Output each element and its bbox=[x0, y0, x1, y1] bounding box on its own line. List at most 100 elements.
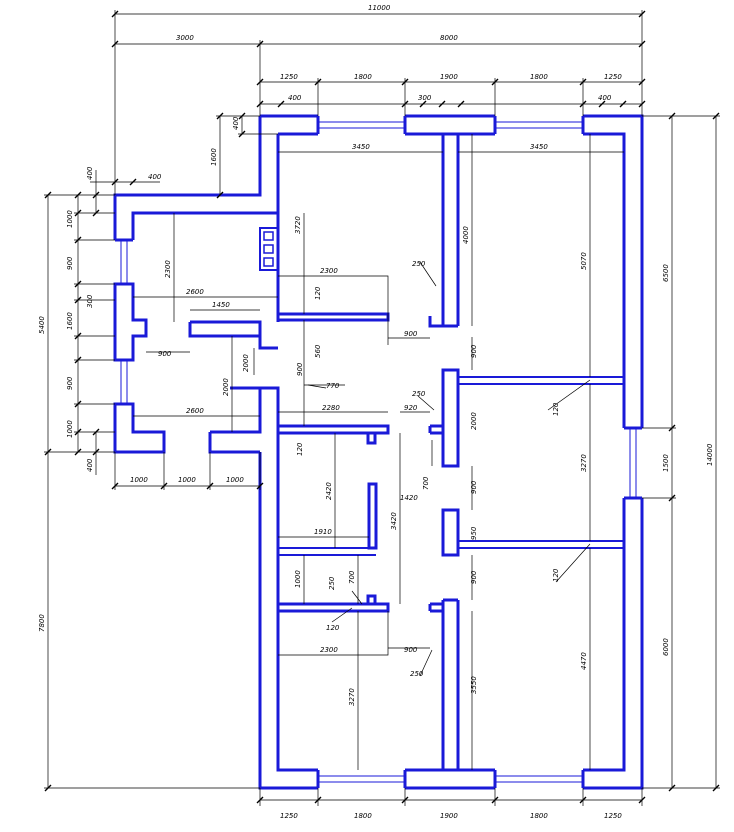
dim-250-c: 250 bbox=[328, 576, 336, 590]
dim-2300-lower: 2300 bbox=[320, 646, 338, 654]
bath-wall bbox=[367, 482, 378, 550]
wing-wall-bottom bbox=[208, 386, 280, 454]
pier-2 bbox=[441, 508, 460, 557]
dim-wing-v-1: 400 bbox=[86, 166, 94, 180]
dim-7800: 7800 bbox=[38, 614, 46, 632]
burner-icon bbox=[263, 244, 274, 254]
lower-stub bbox=[428, 602, 443, 613]
dim-2280: 2280 bbox=[322, 404, 340, 412]
dim-2600-bottom: 2600 bbox=[186, 407, 204, 415]
dim-wing-v-5: 1600 bbox=[66, 312, 74, 330]
dim-5400: 5400 bbox=[38, 316, 46, 334]
dim-wing-v-4: 300 bbox=[86, 294, 94, 308]
dim-700-a: 700 bbox=[422, 476, 430, 490]
upper-center-wall bbox=[428, 134, 460, 328]
dim-250-b: 250 bbox=[412, 390, 426, 398]
dim-250-a: 250 bbox=[412, 260, 426, 268]
burner-icon bbox=[263, 257, 274, 267]
dim-3270-lower: 3270 bbox=[348, 688, 356, 706]
dim-900-f: 900 bbox=[470, 570, 478, 584]
bath-partition bbox=[278, 547, 376, 556]
dim-top-small-1: 400 bbox=[288, 94, 302, 102]
dim-2300-room: 2300 bbox=[320, 267, 338, 275]
dim-overall-width: 11000 bbox=[368, 4, 391, 12]
dim-right-6000: 6000 bbox=[662, 638, 670, 656]
dim-wing-v-6: 900 bbox=[66, 376, 74, 390]
dim-bottom-2: 1800 bbox=[354, 812, 372, 820]
dim-top-small-2: 300 bbox=[418, 94, 432, 102]
dim-120-a: 120 bbox=[314, 286, 322, 300]
dim-120-c: 120 bbox=[552, 402, 560, 416]
dim-room-3450-left: 3450 bbox=[352, 143, 370, 151]
lower-partition bbox=[278, 594, 390, 613]
stove-unit bbox=[259, 227, 279, 271]
dim-120-d: 120 bbox=[552, 568, 560, 582]
dim-920: 920 bbox=[404, 404, 418, 412]
mid-partition bbox=[278, 424, 390, 445]
pier-1 bbox=[441, 368, 460, 468]
dim-2000-a: 2000 bbox=[222, 378, 230, 396]
dimension-labels: 11000 3000 8000 1250 1800 1900 1800 1250… bbox=[38, 4, 714, 820]
burner-icon bbox=[263, 231, 274, 241]
dim-560: 560 bbox=[314, 344, 322, 358]
dim-700-b: 700 bbox=[348, 570, 356, 584]
dimension-ticks bbox=[44, 10, 720, 804]
dim-5070: 5070 bbox=[580, 252, 588, 270]
dim-2420: 2420 bbox=[325, 482, 333, 500]
dim-left-400: 400 bbox=[232, 116, 240, 130]
dim-900-g: 900 bbox=[404, 646, 418, 654]
outer-wall-main-inner bbox=[276, 132, 626, 772]
dim-top-2: 1800 bbox=[354, 73, 372, 81]
upper-partition bbox=[278, 312, 390, 322]
dim-900-c: 900 bbox=[296, 362, 304, 376]
dim-1000: 1000 bbox=[294, 570, 302, 588]
dim-wing-bottom-1: 1000 bbox=[130, 476, 148, 484]
dim-bottom-1: 1250 bbox=[280, 812, 298, 820]
dim-bottom-5: 1250 bbox=[604, 812, 622, 820]
dim-950: 950 bbox=[470, 526, 478, 540]
dim-1910: 1910 bbox=[314, 528, 332, 536]
dim-3270-right: 3270 bbox=[580, 454, 588, 472]
dim-2000-c: 2000 bbox=[470, 412, 478, 430]
dim-2300-kitchen: 2300 bbox=[164, 260, 172, 278]
window-jambs bbox=[316, 116, 642, 788]
lower-center-wall bbox=[441, 598, 460, 770]
outer-wall-main bbox=[258, 114, 644, 790]
dim-4000: 4000 bbox=[462, 226, 470, 244]
dim-wing-v-8: 400 bbox=[86, 458, 94, 472]
dim-900-e: 900 bbox=[470, 480, 478, 494]
dimension-lines bbox=[44, 10, 720, 806]
dim-right-14000: 14000 bbox=[706, 443, 714, 466]
wing-wall-left bbox=[113, 282, 166, 454]
dim-2000-b: 2000 bbox=[242, 354, 250, 372]
dim-top-4: 1800 bbox=[530, 73, 548, 81]
left-wall-upper bbox=[113, 116, 280, 242]
dim-top-1: 1250 bbox=[280, 73, 298, 81]
dim-770: 770 bbox=[326, 382, 340, 390]
dim-120-b: 120 bbox=[296, 442, 304, 456]
dim-top-5: 1250 bbox=[604, 73, 622, 81]
dim-120-e: 120 bbox=[326, 624, 340, 632]
dim-1450: 1450 bbox=[212, 301, 230, 309]
dim-900-d: 900 bbox=[470, 344, 478, 358]
walls bbox=[113, 114, 644, 790]
dim-wing-bottom-3: 1000 bbox=[226, 476, 244, 484]
dim-wing-bottom-2: 1000 bbox=[178, 476, 196, 484]
dim-250-d: 250 bbox=[410, 670, 424, 678]
dim-900-b: 900 bbox=[158, 350, 172, 358]
dim-4470: 4470 bbox=[580, 652, 588, 670]
dim-upper-right: 8000 bbox=[440, 34, 458, 42]
partition-right-2 bbox=[458, 540, 624, 549]
dim-3420: 3420 bbox=[390, 512, 398, 530]
dim-top-small-3: 400 bbox=[598, 94, 612, 102]
dim-upper-left: 3000 bbox=[176, 34, 194, 42]
dim-wing-v-3: 900 bbox=[66, 256, 74, 270]
dim-bottom-3: 1900 bbox=[440, 812, 458, 820]
dim-900-a: 900 bbox=[404, 330, 418, 338]
partition-right-1 bbox=[458, 376, 624, 385]
dim-wing-v-7: 1000 bbox=[66, 420, 74, 438]
dim-bottom-4: 1800 bbox=[530, 812, 548, 820]
mid-stub bbox=[428, 424, 443, 435]
dim-right-1500: 1500 bbox=[662, 454, 670, 472]
